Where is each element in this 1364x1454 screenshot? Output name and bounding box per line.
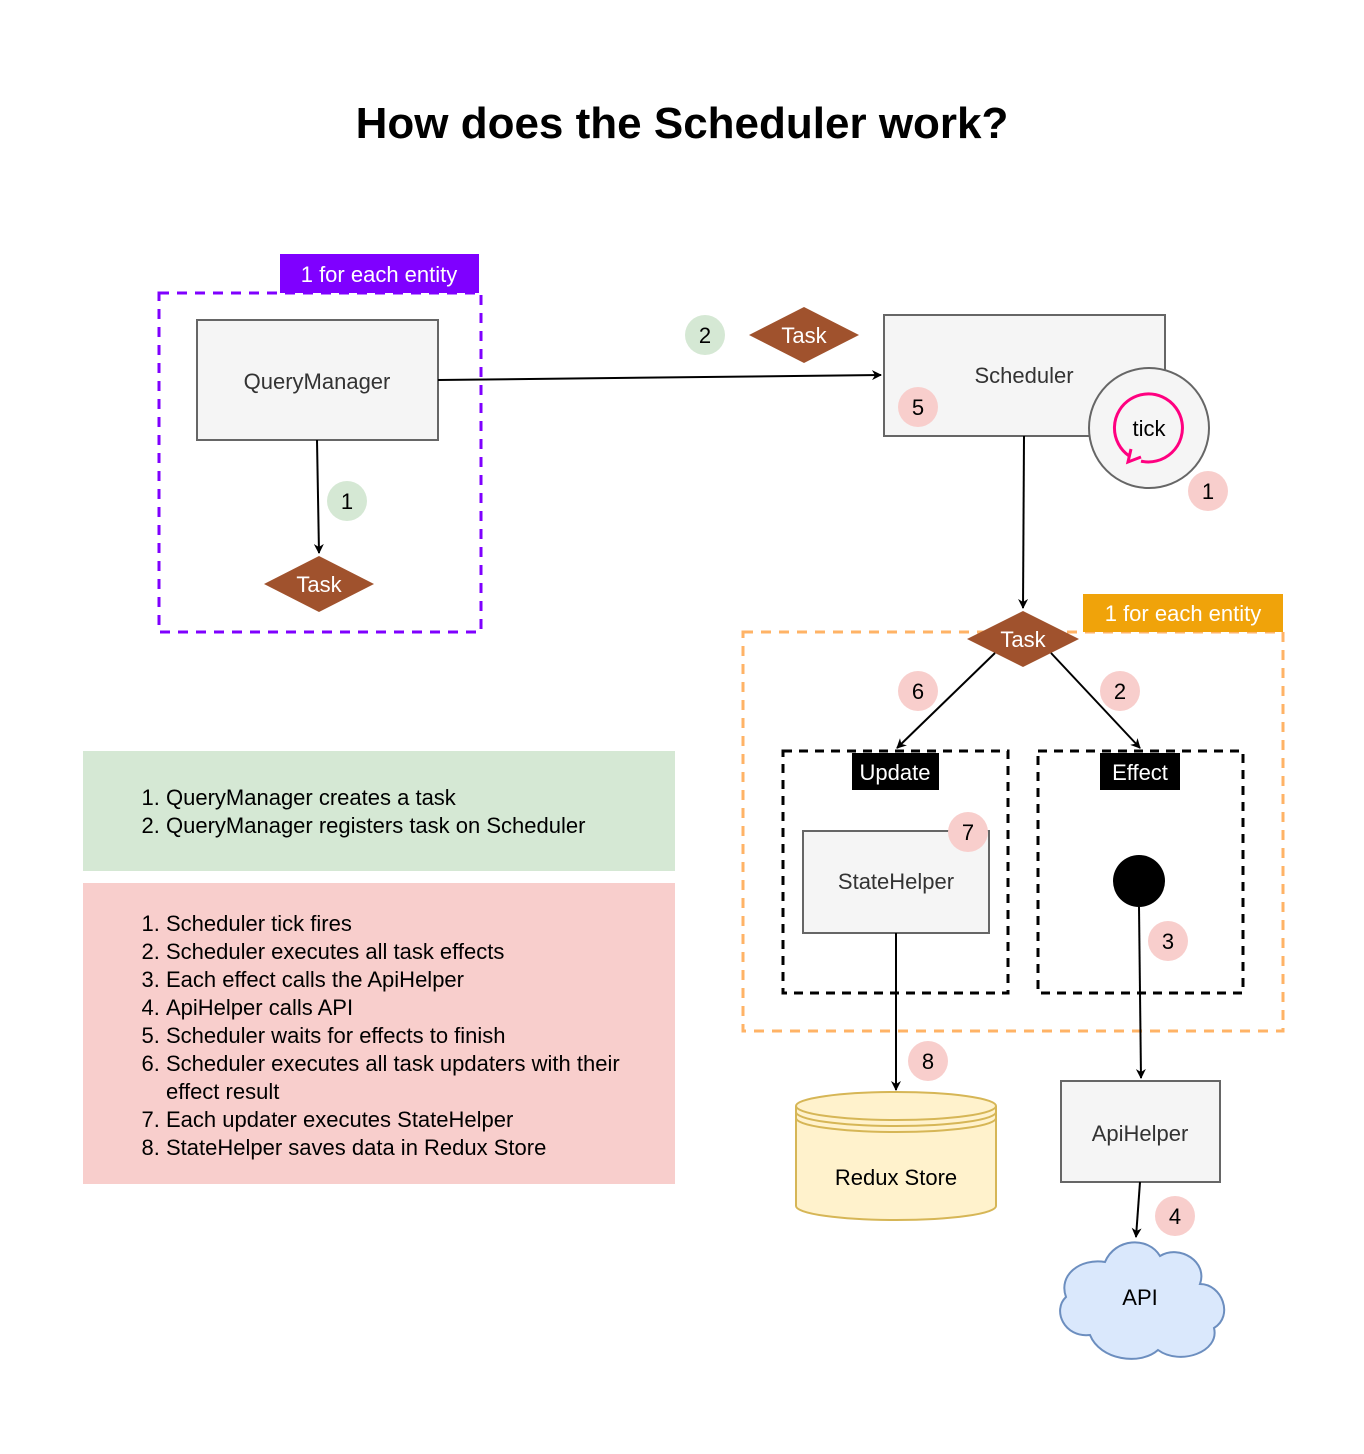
legend-red-item: Each effect calls the ApiHelper bbox=[166, 966, 675, 994]
effect-label-bg bbox=[1100, 753, 1180, 790]
page-title: How does the Scheduler work? bbox=[356, 99, 1009, 148]
badge-red-8 bbox=[908, 1041, 948, 1081]
badge-green-1 bbox=[327, 481, 367, 521]
update-label-bg bbox=[852, 753, 939, 790]
task-qm-label: Task bbox=[296, 572, 342, 597]
apihelper-to-api-arrow bbox=[1131, 1181, 1142, 1238]
qm-to-task-arrow bbox=[313, 439, 324, 554]
badge-red-1 bbox=[1188, 471, 1228, 511]
update-label: Update bbox=[860, 760, 931, 785]
badge-red-8-text: 8 bbox=[922, 1049, 934, 1074]
api-helper-label: ApiHelper bbox=[1092, 1121, 1189, 1146]
effect-start-dot[interactable] bbox=[1113, 855, 1165, 907]
badge-green-2-text: 2 bbox=[699, 323, 711, 348]
task-flow-label: Task bbox=[781, 323, 827, 348]
legend-red-item: Scheduler waits for effects to finish bbox=[166, 1022, 675, 1050]
legend-green: QueryManager creates a task QueryManager… bbox=[83, 751, 675, 871]
effect-to-apihelper-arrow bbox=[1135, 906, 1146, 1079]
query-group-label-bg bbox=[280, 254, 479, 293]
legend-green-item: QueryManager creates a task bbox=[166, 784, 675, 812]
legend-red-item: Each updater executes StateHelper bbox=[166, 1106, 675, 1134]
tick-cycle-icon bbox=[1112, 392, 1184, 464]
redux-store-node[interactable] bbox=[795, 1091, 997, 1221]
legend-red: Scheduler tick fires Scheduler executes … bbox=[83, 883, 675, 1184]
api-label: API bbox=[1122, 1285, 1157, 1310]
task-to-effect-arrow bbox=[1050, 652, 1141, 749]
state-helper-node[interactable] bbox=[802, 830, 990, 934]
query-manager-label: QueryManager bbox=[244, 369, 391, 394]
scheduler-label: Scheduler bbox=[974, 363, 1073, 388]
badge-red-4-text: 4 bbox=[1169, 1204, 1181, 1229]
state-helper-label: StateHelper bbox=[838, 869, 954, 894]
badge-red-1-text: 1 bbox=[1202, 479, 1214, 504]
task-group-label: 1 for each entity bbox=[1105, 601, 1262, 626]
legend-red-item: Scheduler tick fires bbox=[166, 910, 675, 938]
query-manager-group bbox=[157, 291, 483, 634]
badge-red-7 bbox=[948, 812, 988, 852]
task-diamond-qm[interactable] bbox=[264, 556, 374, 612]
qm-to-scheduler-arrow bbox=[437, 370, 882, 381]
effect-label: Effect bbox=[1112, 760, 1168, 785]
query-group-label: 1 for each entity bbox=[301, 262, 458, 287]
legend-red-item: StateHelper saves data in Redux Store bbox=[166, 1134, 675, 1162]
badge-red-6-text: 6 bbox=[912, 679, 924, 704]
badge-green-1-text: 1 bbox=[341, 489, 353, 514]
badge-red-5-text: 5 bbox=[912, 395, 924, 420]
legend-green-item: QueryManager registers task on Scheduler bbox=[166, 812, 675, 840]
task-diamond-flow[interactable] bbox=[749, 307, 859, 363]
scheduler-to-task-arrow bbox=[1018, 435, 1029, 609]
tick-arrowhead-icon bbox=[1125, 448, 1142, 465]
api-helper-node[interactable] bbox=[1060, 1080, 1221, 1183]
badge-red-5 bbox=[898, 387, 938, 427]
task-group-label-bg bbox=[1083, 594, 1283, 632]
badge-green-2 bbox=[685, 315, 725, 355]
query-manager-node[interactable] bbox=[196, 319, 439, 441]
badge-red-3 bbox=[1148, 921, 1188, 961]
badge-red-6 bbox=[898, 671, 938, 711]
task-sched-label: Task bbox=[1000, 627, 1046, 652]
legend-red-item: ApiHelper calls API bbox=[166, 994, 675, 1022]
legend-red-item: Scheduler executes all task updaters wit… bbox=[166, 1050, 675, 1106]
badge-red-2 bbox=[1100, 671, 1140, 711]
api-cloud-node[interactable] bbox=[1059, 1241, 1226, 1360]
redux-store-label: Redux Store bbox=[835, 1165, 957, 1190]
badge-red-7-text: 7 bbox=[962, 820, 974, 845]
badge-red-4 bbox=[1155, 1196, 1195, 1236]
legend-red-item: Scheduler executes all task effects bbox=[166, 938, 675, 966]
task-to-update-arrow bbox=[896, 652, 996, 749]
badge-red-3-text: 3 bbox=[1162, 929, 1174, 954]
badge-red-2-text: 2 bbox=[1114, 679, 1126, 704]
tick-label: tick bbox=[1133, 416, 1167, 441]
tick-node[interactable] bbox=[1088, 367, 1210, 489]
